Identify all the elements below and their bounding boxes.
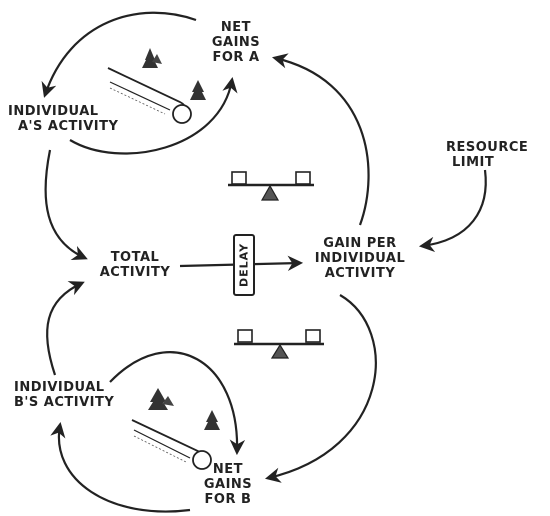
delay-marker: DELAY — [233, 234, 255, 296]
node-line: NET — [220, 20, 252, 35]
node-line: FOR A — [212, 50, 260, 65]
arrow-individualB-to-total — [46, 281, 85, 376]
arrow-individualA-to-total — [44, 149, 88, 260]
node-line: GAINS — [211, 35, 261, 50]
arrow-gain-to-gainsB — [264, 294, 377, 483]
node-resource-limit: RESOURCE LIMIT — [446, 140, 528, 170]
node-line: B'S ACTIVITY — [14, 395, 115, 410]
balance-scale-icon — [228, 171, 314, 201]
node-gain-per-activity: GAIN PER INDIVIDUAL ACTIVITY — [300, 236, 420, 281]
arrow-individualA-to-gainsA — [69, 76, 238, 155]
node-line: ACTIVITY — [324, 266, 396, 281]
arrow-gain-to-gainsA — [272, 53, 370, 226]
node-line: ACTIVITY — [99, 265, 171, 280]
node-line: INDIVIDUAL — [314, 251, 406, 266]
node-line: NET — [212, 462, 244, 477]
node-line: RESOURCE — [446, 140, 529, 155]
arrow-gainsA-to-individualA — [41, 11, 197, 98]
snowball-hill-icon — [107, 48, 206, 124]
node-line: LIMIT — [452, 155, 495, 170]
node-individual-a: INDIVIDUAL A'S ACTIVITY — [8, 104, 118, 134]
node-line: INDIVIDUAL — [8, 104, 99, 119]
node-line: GAIN PER — [323, 236, 397, 251]
node-total-activity: TOTAL ACTIVITY — [90, 250, 180, 280]
node-individual-b: INDIVIDUAL B'S ACTIVITY — [14, 380, 114, 410]
node-line: TOTAL — [110, 250, 160, 265]
node-line: FOR B — [204, 492, 252, 507]
arrow-resource-to-gain — [418, 169, 487, 253]
node-line: A'S ACTIVITY — [18, 119, 119, 134]
arrow-gainsB-to-individualB — [50, 421, 191, 513]
node-net-gains-a: NET GAINS FOR A — [196, 20, 276, 65]
node-line: GAINS — [203, 477, 253, 492]
arrow-individualB-to-gainsB — [109, 351, 246, 456]
node-line: INDIVIDUAL — [14, 380, 105, 395]
delay-label: DELAY — [237, 242, 251, 288]
node-net-gains-b: NET GAINS FOR B — [188, 462, 268, 507]
balance-scale-icon — [234, 329, 324, 359]
snowball-hill-icon — [131, 388, 220, 470]
